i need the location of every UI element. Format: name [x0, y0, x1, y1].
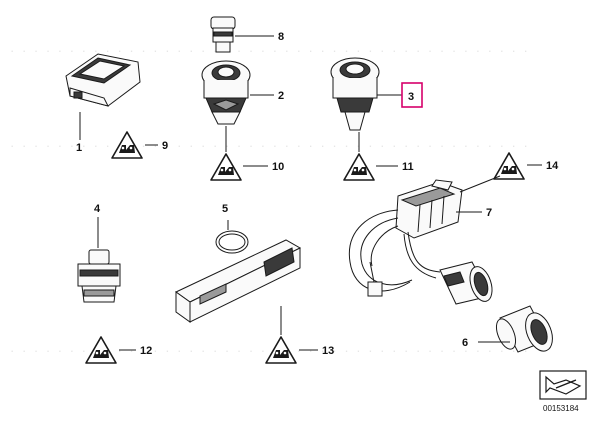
callout-6[interactable]: 6 — [462, 337, 468, 349]
part-6-socket[interactable] — [493, 305, 558, 355]
callout-5[interactable]: 5 — [222, 203, 228, 215]
warning-triangle-icon — [343, 153, 375, 181]
callout-8[interactable]: 8 — [278, 31, 284, 43]
next-arrow-icon[interactable] — [539, 370, 587, 400]
watermark-text: · · · · · · · · · · · · · · · · · · · · … — [10, 138, 530, 153]
callout-14[interactable]: 14 — [546, 160, 559, 172]
leader-line — [459, 175, 501, 193]
part-8-cap[interactable] — [210, 16, 236, 53]
callout-13[interactable]: 13 — [322, 345, 334, 357]
part-3-socket[interactable] — [330, 57, 380, 131]
callout-7[interactable]: 7 — [486, 207, 492, 219]
callout-highlight-box — [401, 82, 423, 108]
watermark-text: · · · · · · · · · · · · · · · · · · · · … — [10, 343, 530, 358]
callout-9[interactable]: 9 — [162, 140, 168, 152]
part-4-switch[interactable] — [77, 249, 121, 303]
diagram-reference-number: 00153184 — [543, 404, 579, 413]
part-1-switch[interactable] — [65, 53, 141, 107]
callout-1[interactable]: 1 — [76, 142, 82, 154]
callout-10[interactable]: 10 — [272, 161, 284, 173]
warning-triangle-icon — [210, 153, 242, 181]
callout-3[interactable]: 3 — [408, 91, 414, 103]
callout-2[interactable]: 2 — [278, 90, 284, 102]
part-7-harness[interactable] — [348, 179, 496, 305]
part-2-socket[interactable] — [201, 60, 251, 125]
watermark-text: · · · · · · · · · · · · · · · · · · · · … — [10, 43, 530, 58]
part-5-module[interactable] — [175, 230, 302, 323]
callout-4[interactable]: 4 — [94, 203, 101, 215]
callout-11[interactable]: 11 — [402, 161, 414, 173]
warning-triangle-icon — [493, 152, 525, 180]
callout-12[interactable]: 12 — [140, 345, 152, 357]
